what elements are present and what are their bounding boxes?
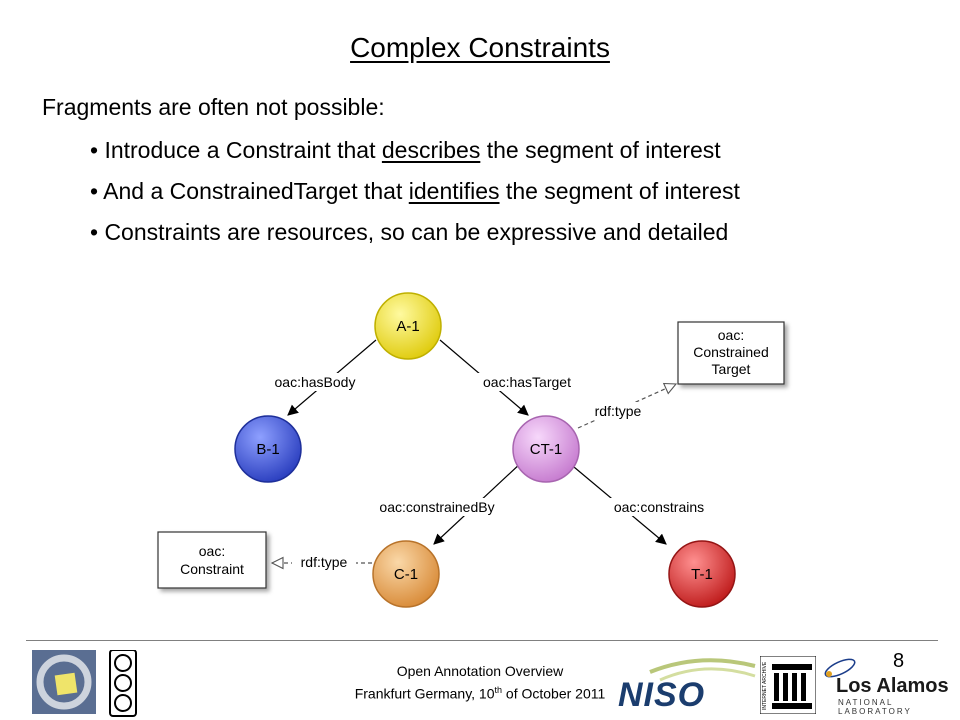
node-label: CT-1 [530,441,563,458]
edge-label-rdf-type-bottom: rdf:type [301,554,348,570]
lanl-logo: Los Alamos [836,675,949,697]
slide-title: Complex Constraints [350,32,610,63]
footer-line-1: Open Annotation Overview [396,663,564,679]
bullet-suffix: the segment of interest [499,178,740,204]
bullet-prefix: • And a ConstrainedTarget that [90,178,409,204]
node-label: A-1 [396,318,419,335]
edge-label-has-body: oac:hasBody [275,374,356,390]
edge-label-constrained-by: oac:constrainedBy [379,499,494,515]
lanl-logo-subtitle: NATIONAL LABORATORY [838,698,912,716]
bullet-prefix: • Introduce a Constraint that [90,137,382,163]
niso-logo: NISO [618,676,706,714]
box-line: oac: [199,543,225,559]
project-logo [32,650,137,717]
edge-label-constrains: oac:constrains [614,499,704,515]
node-label: C-1 [394,566,418,583]
edge-label-rdf-type-top: rdf:type [595,403,642,419]
edge-rdf-type-top [577,384,676,429]
edge-label-has-target: oac:hasTarget [483,374,571,390]
internet-archive-text: INTERNET ARCHIVE [762,661,768,710]
node-a1: A-1 [374,292,442,360]
node-label: B-1 [256,441,279,458]
footer-line-2: Frankfurt Germany, 10th of October 2011 [200,681,760,704]
bullet-item: • Introduce a Constraint that describes … [90,134,740,175]
niso-logo-swoosh [649,658,756,682]
node-ct1: CT-1 [512,415,580,483]
box-line: Target [712,361,751,377]
box-line: Constrained [693,344,769,360]
footer-text: Open Annotation Overview Frankfurt Germa… [200,662,760,704]
box-line: Constraint [180,561,244,577]
bullet-keyword: describes [381,137,481,163]
page-number: 8 [893,650,905,672]
bullet-item: • Constraints are resources, so can be e… [90,216,740,257]
footer-date-sup: th [494,685,503,695]
bullet-keyword: identifies [408,178,500,204]
footer-divider [26,640,938,641]
class-box-constrained-target: oac: Constrained Target [677,321,785,385]
box-line: oac: [718,327,744,343]
bullet-list: • Introduce a Constraint that describes … [90,134,740,257]
node-label: T-1 [691,566,713,583]
footer-date-prefix: Frankfurt Germany, 10 [354,685,495,702]
node-t1: T-1 [668,540,736,608]
bullet-suffix: the segment of interest [480,137,721,163]
class-box-constraint: oac: Constraint [157,531,267,589]
bullet-prefix: • Constraints are resources, so can be e… [90,219,729,245]
internet-archive-logo: INTERNET ARCHIVE [760,656,816,714]
bullet-item: • And a ConstrainedTarget that identifie… [90,175,740,216]
footer-date-suffix: of October 2011 [502,685,606,702]
intro-text: Fragments are often not possible: [42,94,385,120]
node-c1: C-1 [372,540,440,608]
lanl-atom-icon [824,658,856,678]
node-b1: B-1 [234,415,302,483]
